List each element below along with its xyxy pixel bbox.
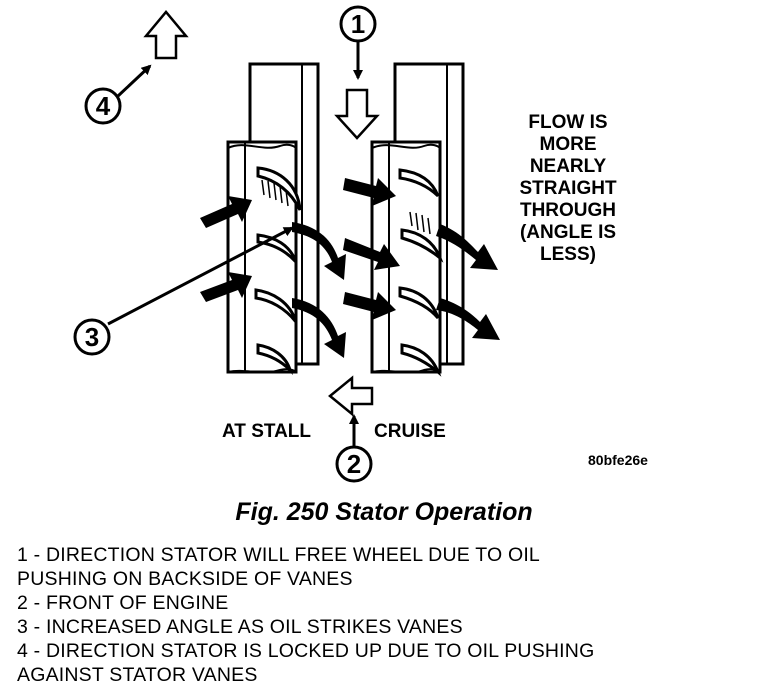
stall-inflow-arrows <box>200 196 252 302</box>
svg-text:3: 3 <box>85 322 99 352</box>
legend-item-1: 1 - DIRECTION STATOR WILL FREE WHEEL DUE… <box>17 544 540 590</box>
flow-arrow-icon <box>343 238 400 270</box>
curved-flow-arrow-icon <box>292 222 346 280</box>
cruise-inflow-arrows <box>343 178 400 320</box>
svg-text:2: 2 <box>347 449 361 479</box>
svg-text:MORE: MORE <box>540 134 597 155</box>
curved-flow-arrow-icon <box>292 298 346 358</box>
svg-text:THROUGH: THROUGH <box>520 200 616 221</box>
svg-text:NEARLY: NEARLY <box>530 156 607 177</box>
svg-text:4: 4 <box>96 91 111 121</box>
locked-direction-arrow-icon <box>143 10 189 60</box>
flow-note: FLOW IS MORE NEARLY STRAIGHT THROUGH (AN… <box>519 112 617 265</box>
cruise-outflow-arrows <box>436 224 500 340</box>
figure-code: 80bfe26e <box>588 452 648 468</box>
stall-label: AT STALL <box>222 421 311 442</box>
svg-text:FLOW IS: FLOW IS <box>528 112 607 133</box>
flow-arrow-icon <box>200 272 252 302</box>
freewheel-direction-arrow-icon <box>334 88 380 140</box>
callout-4: 4 <box>84 87 122 125</box>
svg-text:1: 1 <box>351 9 365 39</box>
stall-stator-panel <box>226 62 320 376</box>
curved-flow-arrow-icon <box>436 298 500 340</box>
flow-arrow-icon <box>343 178 396 206</box>
cruise-label: CRUISE <box>374 421 446 442</box>
front-of-engine-arrow-icon <box>328 375 374 417</box>
callout-1: 1 <box>339 5 377 43</box>
cruise-stator-panel <box>370 62 465 377</box>
stator-diagram: 1 4 3 2 FLOW IS MORE NEARLY STRAIGHT THR… <box>73 5 648 483</box>
callout-3: 3 <box>73 318 111 356</box>
svg-text:STRAIGHT: STRAIGHT <box>519 178 617 199</box>
callout-2: 2 <box>335 445 373 483</box>
legend-item-4: 4 - DIRECTION STATOR IS LOCKED UP DUE TO… <box>17 640 595 686</box>
figure-caption: Fig. 250 Stator Operation <box>235 498 533 526</box>
callout-leaders <box>107 42 363 448</box>
svg-text:(ANGLE IS: (ANGLE IS <box>520 222 616 243</box>
svg-text:LESS): LESS) <box>540 244 596 265</box>
legend-list: 1 - DIRECTION STATOR WILL FREE WHEEL DUE… <box>17 543 757 687</box>
flow-arrow-icon <box>343 292 396 320</box>
legend-item-2: 2 - FRONT OF ENGINE <box>17 592 229 614</box>
flow-arrow-icon <box>200 196 252 228</box>
curved-flow-arrow-icon <box>436 224 498 270</box>
stall-outflow-arrows <box>292 222 346 358</box>
legend-item-3: 3 - INCREASED ANGLE AS OIL STRIKES VANES <box>17 616 463 638</box>
